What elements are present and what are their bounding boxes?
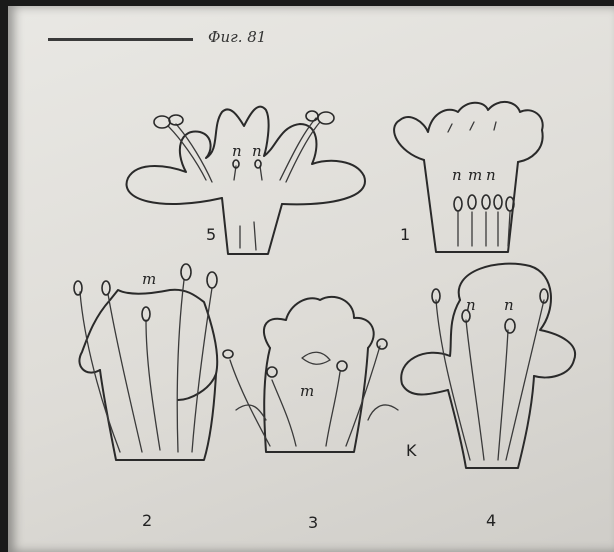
flower-2-letter-m: m bbox=[142, 270, 156, 288]
label-k: K bbox=[406, 441, 417, 460]
flower-1-letter-n1: n bbox=[452, 166, 462, 184]
flower-2-number: 2 bbox=[142, 511, 152, 530]
flower-4-number: 4 bbox=[486, 511, 496, 530]
flower-5-letter-n1: n bbox=[232, 142, 242, 160]
flower-3-drawing bbox=[223, 297, 398, 452]
flower-5-number: 5 bbox=[206, 225, 216, 244]
flower-4-drawing bbox=[401, 264, 575, 468]
flower-1-letter-m: m bbox=[468, 166, 482, 184]
flower-4-letter-n1: n bbox=[466, 296, 476, 314]
flower-5-letter-n2: n bbox=[252, 142, 262, 160]
flower-1-number: 1 bbox=[400, 225, 410, 244]
flower-4-letter-n2: n bbox=[504, 296, 514, 314]
flower-2-drawing bbox=[74, 264, 217, 460]
flower-1-letter-n2: n bbox=[486, 166, 496, 184]
flower-3-number: 3 bbox=[308, 513, 318, 532]
flower-5-drawing bbox=[127, 107, 365, 254]
flower-3-letter-m: m bbox=[300, 382, 314, 400]
